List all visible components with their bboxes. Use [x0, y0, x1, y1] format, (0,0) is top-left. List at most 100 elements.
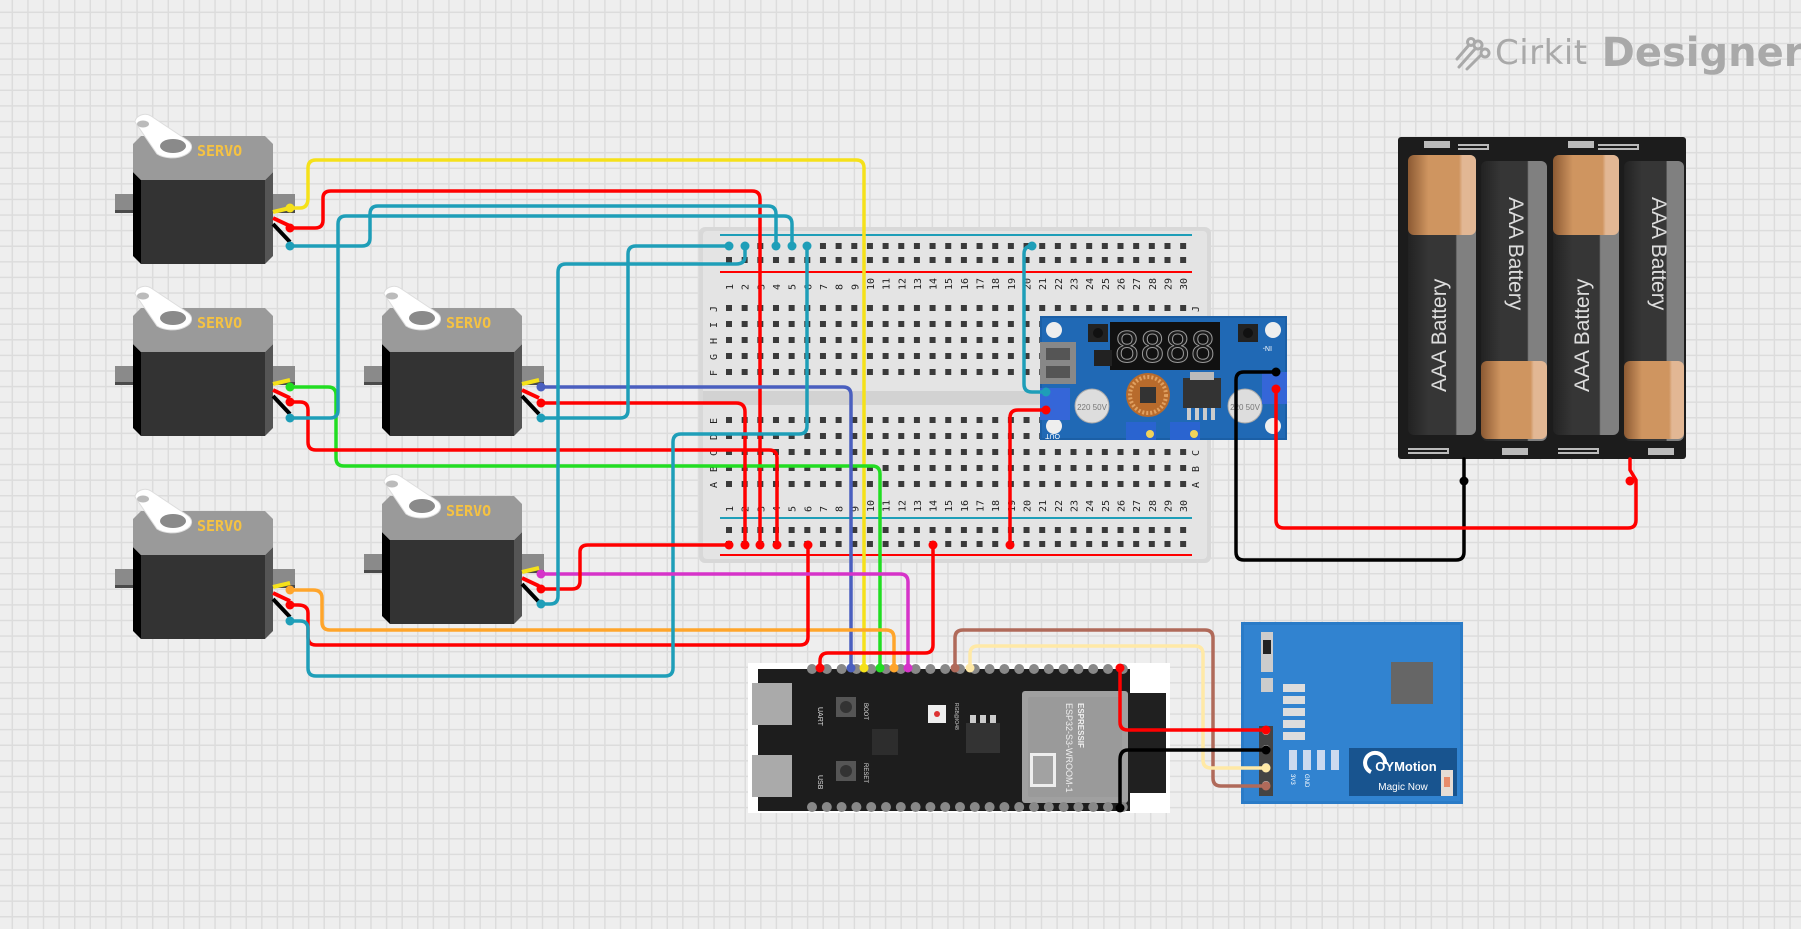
- wire-servo2-ground[interactable]: [288, 214, 794, 420]
- rail-hole[interactable]: [1164, 243, 1171, 249]
- breadboard-hole[interactable]: [929, 433, 936, 439]
- breadboard-hole[interactable]: [913, 417, 920, 423]
- header-pin[interactable]: [821, 664, 832, 674]
- wire-endpoint[interactable]: [740, 241, 750, 251]
- breadboard-hole[interactable]: [1117, 449, 1124, 455]
- wire-servo5-signal[interactable]: [539, 572, 910, 670]
- breadboard-hole[interactable]: [945, 337, 952, 343]
- breadboard-hole[interactable]: [898, 449, 905, 455]
- breadboard-hole[interactable]: [882, 465, 889, 471]
- rail-hole[interactable]: [1164, 527, 1171, 533]
- breadboard-hole[interactable]: [804, 481, 811, 487]
- wire-endpoint[interactable]: [285, 585, 295, 595]
- rail-hole[interactable]: [1039, 541, 1046, 547]
- header-pin[interactable]: [984, 664, 995, 674]
- rail-hole[interactable]: [1180, 527, 1187, 533]
- servo-1[interactable]: SERVO: [114, 113, 296, 265]
- breadboard-hole[interactable]: [726, 465, 732, 471]
- breadboard-hole[interactable]: [960, 433, 967, 439]
- wire-endpoint[interactable]: [285, 223, 295, 233]
- rail-hole[interactable]: [866, 527, 873, 533]
- wire-endpoint[interactable]: [1027, 241, 1037, 251]
- breadboard-hole[interactable]: [882, 433, 889, 439]
- breadboard-hole[interactable]: [1007, 305, 1014, 311]
- rail-hole[interactable]: [866, 257, 873, 263]
- breadboard-hole[interactable]: [992, 433, 999, 439]
- wire-endpoint[interactable]: [928, 540, 938, 550]
- rail-hole[interactable]: [960, 257, 967, 263]
- header-pin[interactable]: [925, 802, 936, 812]
- breadboard-hole[interactable]: [1101, 449, 1108, 455]
- wire-servo2-power[interactable]: [288, 400, 779, 547]
- wire-servo3-signal[interactable]: [539, 385, 853, 670]
- header-pin[interactable]: [1073, 802, 1084, 812]
- breadboard-hole[interactable]: [929, 337, 936, 343]
- breadboard-hole[interactable]: [913, 481, 920, 487]
- breadboard-hole[interactable]: [1054, 305, 1061, 311]
- breadboard-hole[interactable]: [819, 433, 826, 439]
- breadboard-hole[interactable]: [788, 321, 795, 327]
- wire-endpoint[interactable]: [772, 540, 782, 550]
- rail-hole[interactable]: [960, 527, 967, 533]
- header-pin[interactable]: [1058, 802, 1069, 812]
- wire-endpoint[interactable]: [1625, 476, 1635, 486]
- breadboard-hole[interactable]: [788, 481, 795, 487]
- breadboard-hole[interactable]: [851, 465, 858, 471]
- breadboard-hole[interactable]: [1117, 465, 1124, 471]
- breadboard-hole[interactable]: [866, 305, 873, 311]
- breadboard-hole[interactable]: [1164, 305, 1171, 311]
- rail-hole[interactable]: [1117, 243, 1124, 249]
- wire-endpoint[interactable]: [285, 616, 295, 626]
- breadboard-hole[interactable]: [1164, 481, 1171, 487]
- rail-hole[interactable]: [851, 527, 858, 533]
- breadboard-hole[interactable]: [819, 465, 826, 471]
- wire-endpoint[interactable]: [285, 382, 295, 392]
- breadboard-hole[interactable]: [992, 417, 999, 423]
- breadboard-hole[interactable]: [835, 417, 842, 423]
- uart-usb-port[interactable]: [752, 683, 792, 725]
- wire-battery-pos[interactable]: [1274, 387, 1638, 530]
- breadboard-hole[interactable]: [992, 449, 999, 455]
- header-pin[interactable]: [1029, 802, 1039, 812]
- rail-hole[interactable]: [1039, 527, 1046, 533]
- breadboard-hole[interactable]: [1180, 449, 1187, 455]
- breadboard-hole[interactable]: [882, 369, 889, 375]
- wire-endpoint[interactable]: [1261, 763, 1271, 773]
- rail-hole[interactable]: [1070, 541, 1077, 547]
- rail-hole[interactable]: [882, 541, 889, 547]
- breadboard-hole[interactable]: [1070, 305, 1077, 311]
- breadboard-hole[interactable]: [851, 305, 858, 311]
- header-pin[interactable]: [925, 664, 936, 674]
- header-pin[interactable]: [1043, 664, 1054, 674]
- breadboard-hole[interactable]: [913, 337, 920, 343]
- header-pin[interactable]: [984, 802, 995, 812]
- rail-hole[interactable]: [976, 257, 983, 263]
- breadboard-hole[interactable]: [898, 369, 905, 375]
- rail-hole[interactable]: [851, 541, 858, 547]
- wire-endpoint[interactable]: [755, 540, 765, 550]
- rail-hole[interactable]: [976, 541, 983, 547]
- wire-endpoint[interactable]: [285, 397, 295, 407]
- header-pin[interactable]: [851, 802, 862, 812]
- breadboard-hole[interactable]: [992, 305, 999, 311]
- breadboard-hole[interactable]: [788, 305, 795, 311]
- breadboard-hole[interactable]: [726, 305, 732, 311]
- breadboard-hole[interactable]: [1070, 481, 1077, 487]
- breadboard-hole[interactable]: [835, 337, 842, 343]
- breadboard-hole[interactable]: [929, 305, 936, 311]
- breadboard-hole[interactable]: [1180, 305, 1187, 311]
- rail-hole[interactable]: [976, 527, 983, 533]
- header-pin[interactable]: [836, 802, 847, 812]
- breadboard-hole[interactable]: [866, 481, 873, 487]
- breadboard-hole[interactable]: [960, 369, 967, 375]
- wire-endpoint[interactable]: [1005, 540, 1015, 550]
- wire-endpoint[interactable]: [536, 398, 546, 408]
- breadboard-hole[interactable]: [898, 305, 905, 311]
- breadboard-hole[interactable]: [772, 417, 779, 423]
- wire-endpoint[interactable]: [889, 663, 899, 673]
- header-pin[interactable]: [999, 664, 1010, 674]
- breadboard-hole[interactable]: [929, 481, 936, 487]
- rail-hole[interactable]: [1117, 527, 1124, 533]
- breadboard-hole[interactable]: [913, 369, 920, 375]
